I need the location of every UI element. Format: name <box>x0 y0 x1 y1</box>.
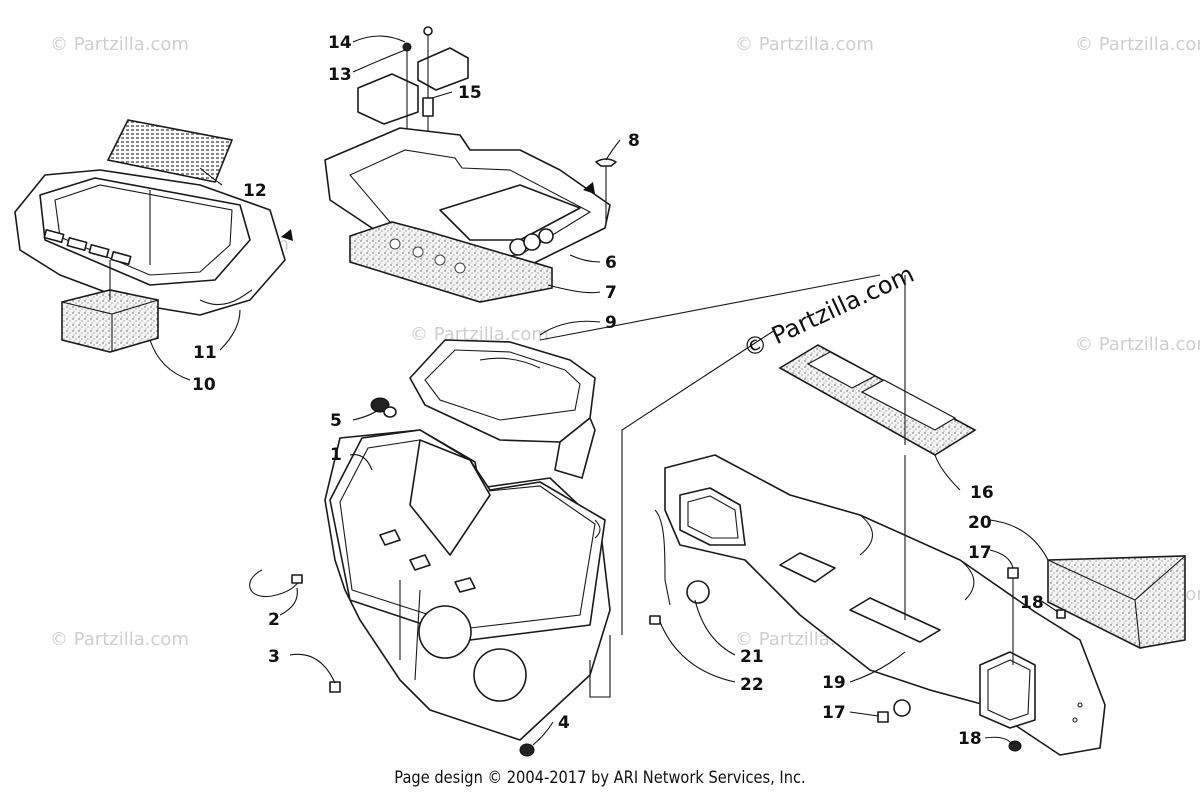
callout-1: 1 <box>330 445 342 465</box>
callout-13: 13 <box>328 65 352 85</box>
part-20-foam-panel <box>1047 555 1186 649</box>
callout-19: 19 <box>822 673 846 693</box>
callout-14: 14 <box>328 33 352 53</box>
callout-3: 3 <box>268 647 280 667</box>
watermark-text: © Partzilla.com <box>1075 334 1200 355</box>
bracket-line <box>589 635 611 698</box>
arrow-icon <box>281 229 293 241</box>
callout-20: 20 <box>968 513 992 533</box>
callout-12: 12 <box>243 181 267 201</box>
watermarks: © Partzilla.com © Partzilla.com © Partzi… <box>50 34 1200 650</box>
callout-9: 9 <box>605 313 617 333</box>
callout-5: 5 <box>330 411 342 431</box>
part-16-gasket <box>778 344 977 456</box>
part-17-18-fasteners <box>877 567 1066 752</box>
leader-lines <box>149 35 1059 746</box>
callout-17: 17 <box>822 703 846 723</box>
callout-16: 16 <box>970 483 994 503</box>
callout-17: 17 <box>968 543 992 563</box>
part-19-duct <box>664 454 1106 756</box>
watermark-main: © Partzilla.com <box>739 260 919 364</box>
part-12-grille <box>106 119 234 183</box>
part-5-cap <box>370 397 397 418</box>
callouts: 14 13 15 12 8 6 7 9 11 10 5 1 2 3 4 16 2… <box>192 33 1044 749</box>
explode-lines <box>109 190 906 620</box>
part-21-22-hose <box>649 509 710 625</box>
part-8-screw <box>595 158 617 222</box>
arrow-icon <box>583 182 595 194</box>
part-13-15-hardware <box>357 26 469 185</box>
callout-2: 2 <box>268 610 280 630</box>
callout-18: 18 <box>1020 593 1044 613</box>
watermark-text: © Partzilla.com <box>1075 34 1200 55</box>
callout-6: 6 <box>605 253 617 273</box>
callout-11: 11 <box>193 343 217 363</box>
callout-21: 21 <box>740 647 764 667</box>
bracket-line <box>621 329 776 635</box>
part-2-clamp <box>249 569 303 598</box>
callout-10: 10 <box>192 375 216 395</box>
watermark-text: © Partzilla.com <box>50 629 189 650</box>
part-4-plug <box>519 743 535 757</box>
callout-8: 8 <box>628 131 640 151</box>
watermark-text: © Partzilla.com <box>735 34 874 55</box>
callout-18: 18 <box>958 729 982 749</box>
callout-22: 22 <box>740 675 764 695</box>
part-9-lid <box>409 339 596 479</box>
part-7-foam-pad <box>349 221 553 303</box>
watermark-text: © Partzilla.com <box>50 34 189 55</box>
callout-15: 15 <box>458 83 482 103</box>
part-1-airbox <box>324 429 611 741</box>
part-3-clip <box>329 681 341 693</box>
footer-copyright: Page design © 2004-2017 by ARI Network S… <box>394 768 806 788</box>
callout-4: 4 <box>558 713 570 733</box>
callout-7: 7 <box>605 283 617 303</box>
